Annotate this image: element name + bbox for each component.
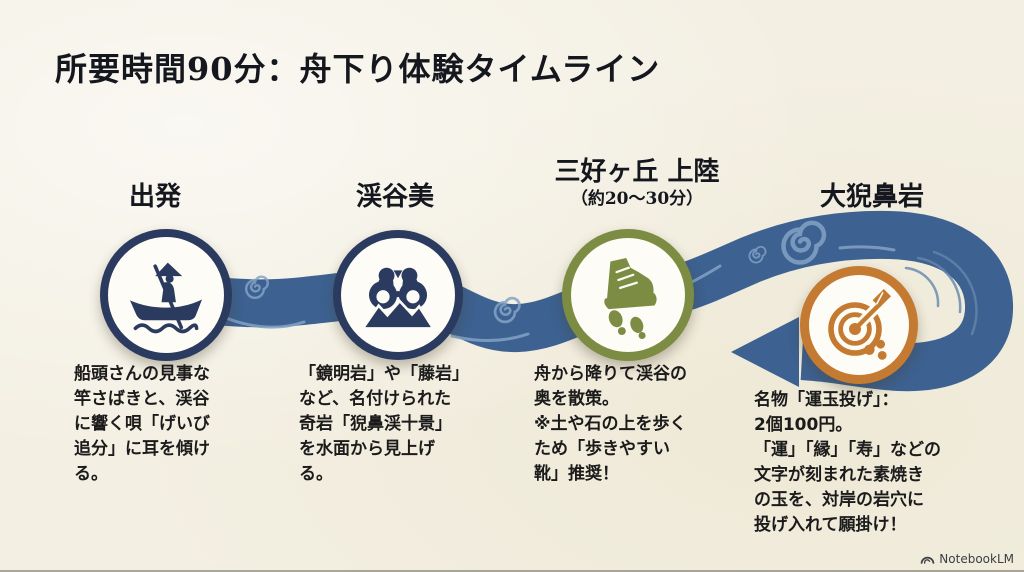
- stage-3-title: 三好ヶ丘 上陸: [554, 157, 720, 187]
- notebooklm-label: NotebookLM: [939, 552, 1014, 566]
- stage-3-badge: [562, 229, 694, 361]
- stage-1-description: 船頭さんの見事な 竿さばきと、渓谷 に響く唄「げいび 追分」に耳を傾け る。: [74, 364, 210, 484]
- flow-arrowhead-icon: [731, 317, 799, 387]
- notebooklm-watermark: NotebookLM: [920, 552, 1014, 566]
- stage-3-subtitle: （約20〜30分）: [570, 189, 704, 209]
- stage-4-heading: 大猊鼻岩: [772, 183, 972, 211]
- stage-4-badge: [800, 266, 918, 384]
- stage-2-title: 渓谷美: [355, 182, 434, 212]
- binoculars-icon: [360, 267, 436, 330]
- rowboat-icon: [130, 262, 202, 334]
- page-title: 所要時間90分：舟下り体験タイムライン: [55, 50, 661, 88]
- stage-3-heading: 三好ヶ丘 上陸 （約20〜30分）: [527, 158, 747, 210]
- stage-1-heading: 出発: [55, 183, 255, 211]
- stage-2-badge: [333, 230, 463, 360]
- water-swirl-decorations: [224, 220, 896, 343]
- stage-4-description: 名物「運玉投げ」： 2個100円。 「運」「縁」「寿」などの 文字が刻まれた素焼…: [754, 390, 941, 535]
- stage-2-heading: 渓谷美: [295, 183, 495, 211]
- target-dart-icon: [828, 289, 891, 360]
- stage-4-title: 大猊鼻岩: [819, 182, 924, 212]
- stage-1-badge: [100, 229, 232, 361]
- hiking-boot-icon: [604, 258, 657, 339]
- stage-1-title: 出発: [128, 182, 181, 212]
- stage-2-description: 「鏡明岩」や「藤岩」 など、名付けられた 奇岩「猊鼻渓十景」 を水面から見上げ …: [299, 364, 469, 484]
- notebooklm-logo-icon: [920, 556, 935, 564]
- stage-3-description: 舟から降りて渓谷の 奥を散策。 ※土や石の上を歩く ため「歩きやすい 靴」推奨！: [534, 364, 687, 484]
